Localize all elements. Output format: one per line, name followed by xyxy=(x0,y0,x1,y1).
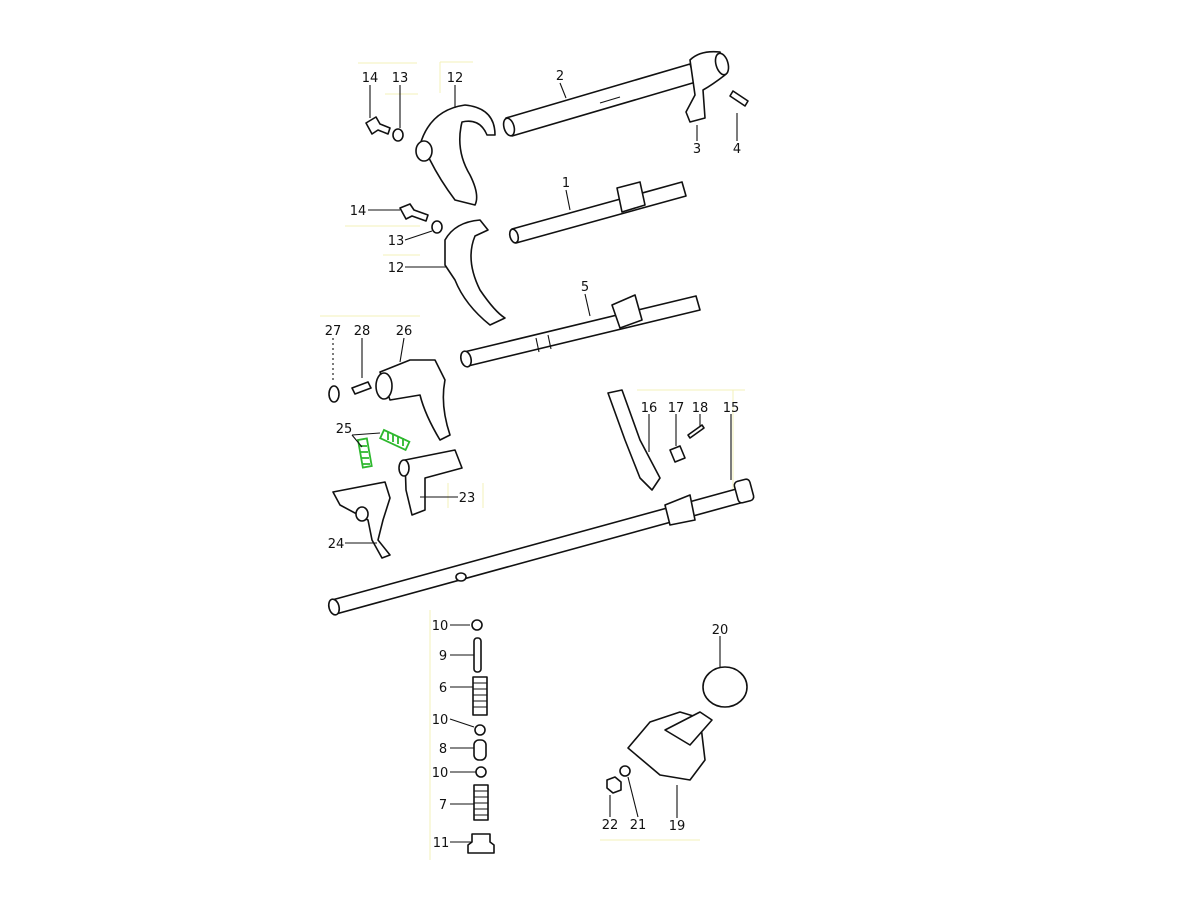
part-3-shift-finger xyxy=(685,50,730,123)
part-13-washer-lower xyxy=(431,220,443,234)
callout-21: 21 xyxy=(630,818,647,833)
callout-28: 28 xyxy=(354,324,371,339)
part-26-shift-fork xyxy=(375,359,451,441)
callout-8: 8 xyxy=(439,742,447,757)
part-4-pin xyxy=(729,90,749,107)
part-27-circlip xyxy=(328,385,340,403)
part-17-bushing xyxy=(669,445,686,463)
part-20-o-ring xyxy=(702,666,748,708)
callout-10: 10 xyxy=(432,766,449,781)
part-2-shift-rod xyxy=(502,63,697,137)
part-14-bolt-lower xyxy=(399,203,429,222)
callout-7: 7 xyxy=(439,798,447,813)
part-16-lever xyxy=(607,389,661,491)
callout-13: 13 xyxy=(388,234,405,249)
callout-10: 10 xyxy=(432,713,449,728)
part-8-plunger xyxy=(473,739,487,761)
leader-lines xyxy=(332,82,738,843)
callout-22: 22 xyxy=(602,818,619,833)
callout-6: 6 xyxy=(439,681,447,696)
part-10-ball-3 xyxy=(475,766,487,778)
part-12-shift-fork-lower xyxy=(444,219,506,326)
part-23-selector-lever xyxy=(398,449,463,516)
callout-13: 13 xyxy=(392,71,409,86)
callout-25: 25 xyxy=(336,422,353,437)
callout-27: 27 xyxy=(325,324,342,339)
part-15-shift-rod xyxy=(327,478,755,616)
callout-24: 24 xyxy=(328,537,345,552)
callout-11: 11 xyxy=(433,836,450,851)
label-highlight-boxes xyxy=(320,61,745,860)
callout-20: 20 xyxy=(712,623,729,638)
callout-16: 16 xyxy=(641,401,658,416)
callout-17: 17 xyxy=(668,401,685,416)
part-28-pin xyxy=(351,381,372,395)
part-19-cover xyxy=(627,711,713,781)
part-24-selector-lever xyxy=(332,481,391,559)
part-12-shift-fork-upper xyxy=(415,104,496,206)
part-18-cotter-pin xyxy=(687,424,705,439)
callout-15: 15 xyxy=(723,401,740,416)
part-21-washer xyxy=(619,765,631,777)
callout-1: 1 xyxy=(562,176,570,191)
callout-14: 14 xyxy=(362,71,379,86)
callout-4: 4 xyxy=(733,142,741,157)
callout-19: 19 xyxy=(669,819,686,834)
part-5-shift-rod xyxy=(459,294,701,368)
callout-10: 10 xyxy=(432,619,449,634)
part-7-spring xyxy=(473,784,489,821)
callout-labels: 14 13 12 2 3 4 1 14 13 12 5 27 28 26 16 … xyxy=(325,69,741,851)
callout-23: 23 xyxy=(459,491,476,506)
callout-18: 18 xyxy=(692,401,709,416)
callout-12: 12 xyxy=(447,71,464,86)
part-25-springs xyxy=(356,428,411,469)
callout-2: 2 xyxy=(556,69,564,84)
part-10-ball-2 xyxy=(474,724,486,736)
part-11-plug xyxy=(467,833,495,854)
callout-12: 12 xyxy=(388,261,405,276)
part-1-shift-rod xyxy=(508,181,687,244)
part-10-ball-1 xyxy=(471,619,483,631)
part-22-nut xyxy=(606,776,622,794)
callout-14: 14 xyxy=(350,204,367,219)
callout-26: 26 xyxy=(396,324,413,339)
part-13-washer-upper xyxy=(392,128,404,142)
part-9-plunger xyxy=(473,637,482,673)
part-6-spring xyxy=(472,676,488,716)
callout-9: 9 xyxy=(439,649,447,664)
part-14-bolt-upper xyxy=(365,116,391,135)
callout-3: 3 xyxy=(693,142,701,157)
callout-5: 5 xyxy=(581,280,589,295)
